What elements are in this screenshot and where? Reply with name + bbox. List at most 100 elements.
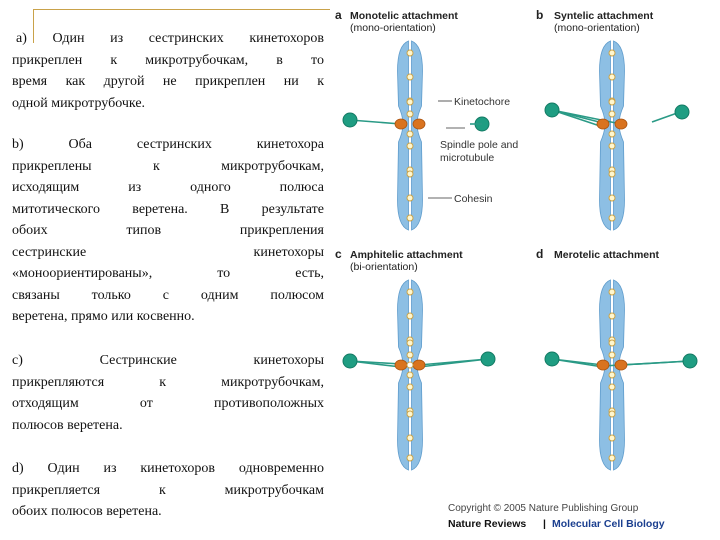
cohesin-bead <box>608 288 616 296</box>
microtubule <box>551 109 604 128</box>
cohesin-bead <box>406 361 414 369</box>
text-b-line-3: исходящим из одного полюса <box>12 180 324 195</box>
cohesin-bead <box>406 371 414 379</box>
cohesin-bead <box>406 49 414 57</box>
frame-line-top <box>34 9 330 10</box>
kinetochore-right <box>412 118 426 130</box>
spindle-pole <box>544 102 560 118</box>
text-b-line-2: прикреплены к микротрубочкам, <box>12 158 324 174</box>
panel-c-title: Amphitelic attachment <box>350 249 463 261</box>
spindle-pole <box>674 104 690 120</box>
text-c-line-4: полюсов веретена. <box>12 417 123 433</box>
panel-b-letter: b <box>536 8 543 22</box>
text-block-d: d) Один из кинетохоров одновременно прик… <box>12 458 324 523</box>
text-b-line-5: обоих типов прикрепления <box>12 223 324 238</box>
text-b-line-4: митотического веретена. В результате <box>12 201 324 217</box>
text-b-line-7: «моноориентированы», то есть, <box>12 266 324 281</box>
kinetochore-right <box>614 118 628 130</box>
frame-line-left <box>33 9 34 43</box>
cohesin-bead <box>406 98 414 106</box>
cohesin-bead <box>608 194 616 202</box>
text-a-line-4: одной микротрубочке. <box>12 95 146 111</box>
cohesin-bead <box>608 110 616 118</box>
cohesin-bead <box>406 383 414 391</box>
cohesin-bead <box>608 142 616 150</box>
cohesin-bead <box>406 170 414 178</box>
panel-c-letter: c <box>335 247 342 261</box>
cohesin-bead <box>608 383 616 391</box>
cohesin-bead <box>608 49 616 57</box>
journal-name: Nature Reviews <box>448 518 526 530</box>
panel-b-title: Syntelic attachment <box>554 10 654 22</box>
microtubule <box>551 109 622 125</box>
cohesin-label: Cohesin <box>454 193 493 205</box>
microtubule <box>551 358 604 368</box>
text-b-line-9: веретена, прямо или косвенно. <box>12 309 195 324</box>
text-block-c: c) Сестринские кинетохоры прикрепляются … <box>12 350 324 436</box>
spindle-pole <box>682 353 698 369</box>
cohesin-bead <box>406 410 414 418</box>
cohesin-bead <box>608 73 616 81</box>
cohesin-bead <box>406 339 414 347</box>
journal-separator: | <box>543 518 546 530</box>
kinetochore-left <box>596 359 610 371</box>
copyright-text: Copyright © 2005 Nature Publishing Group <box>448 503 639 514</box>
spindle-label-line-2: microtubule <box>440 152 494 164</box>
text-b-line-6: сестринские кинетохоры <box>12 244 324 260</box>
text-d-line-3: обоих полюсов веретена. <box>12 504 162 519</box>
text-b-line-8: связаны только с одним полюсом <box>12 287 324 303</box>
panel-d-title: Merotelic attachment <box>554 249 660 261</box>
text-b-line-1: b) Оба сестринских кинетохора <box>12 137 324 152</box>
kinetochore-label: Kinetochore <box>454 96 510 108</box>
text-a-line-3: время как другой не прикреплен ни к <box>12 74 324 89</box>
cohesin-bead <box>406 351 414 359</box>
text-block-b: b) Оба сестринских кинетохора прикреплен… <box>12 134 324 328</box>
kinetochore-right <box>614 359 628 371</box>
cohesin-bead <box>406 454 414 462</box>
kinetochore-left <box>596 118 610 130</box>
cohesin-bead <box>406 130 414 138</box>
figure-labels: Kinetochore Spindle pole and microtubule… <box>428 96 665 530</box>
kinetochore-right <box>412 359 426 371</box>
text-c-line-3: отходящим от противоположных <box>12 396 324 411</box>
panel-c-subtitle: (bi-orientation) <box>350 261 418 273</box>
cohesin-bead <box>406 110 414 118</box>
microtubule <box>349 119 402 125</box>
spindle-pole <box>480 351 496 367</box>
cohesin-bead <box>406 288 414 296</box>
spindle-pole <box>342 353 358 369</box>
microtubule <box>349 360 402 368</box>
panel-d-letter: d <box>536 247 543 261</box>
cohesin-bead <box>608 170 616 178</box>
spindle-label-line-1: Spindle pole and <box>440 139 518 151</box>
panel-c: c Amphitelic attachment(bi-orientation) <box>335 247 496 471</box>
kinetochore-left <box>394 118 408 130</box>
text-block-a: a) Один из сестринских кинетохоров прикр… <box>12 28 324 114</box>
kinetochore-left <box>394 359 408 371</box>
spindle-pole <box>342 112 358 128</box>
cohesin-bead <box>608 351 616 359</box>
spindle-pole <box>544 351 560 367</box>
text-a-line-2: прикреплен к микротрубочкам, в то <box>12 52 324 68</box>
cohesin-bead <box>608 312 616 320</box>
cohesin-bead <box>406 73 414 81</box>
text-a-line-1: a) Один из сестринских кинетохоров <box>16 31 324 46</box>
cohesin-bead <box>608 371 616 379</box>
cohesin-bead <box>608 98 616 106</box>
panel-d: d Merotelic attachment <box>536 247 698 471</box>
journal-section: Molecular Cell Biology <box>552 518 665 530</box>
cohesin-bead <box>608 339 616 347</box>
cohesin-bead <box>406 214 414 222</box>
cohesin-bead <box>406 312 414 320</box>
text-c-line-1: c) Сестринские кинетохоры <box>12 353 324 368</box>
cohesin-bead <box>608 130 616 138</box>
microtubule <box>418 358 489 368</box>
cohesin-bead <box>608 434 616 442</box>
cohesin-bead <box>406 434 414 442</box>
text-c-line-2: прикрепляются к микротрубочкам, <box>12 374 324 390</box>
